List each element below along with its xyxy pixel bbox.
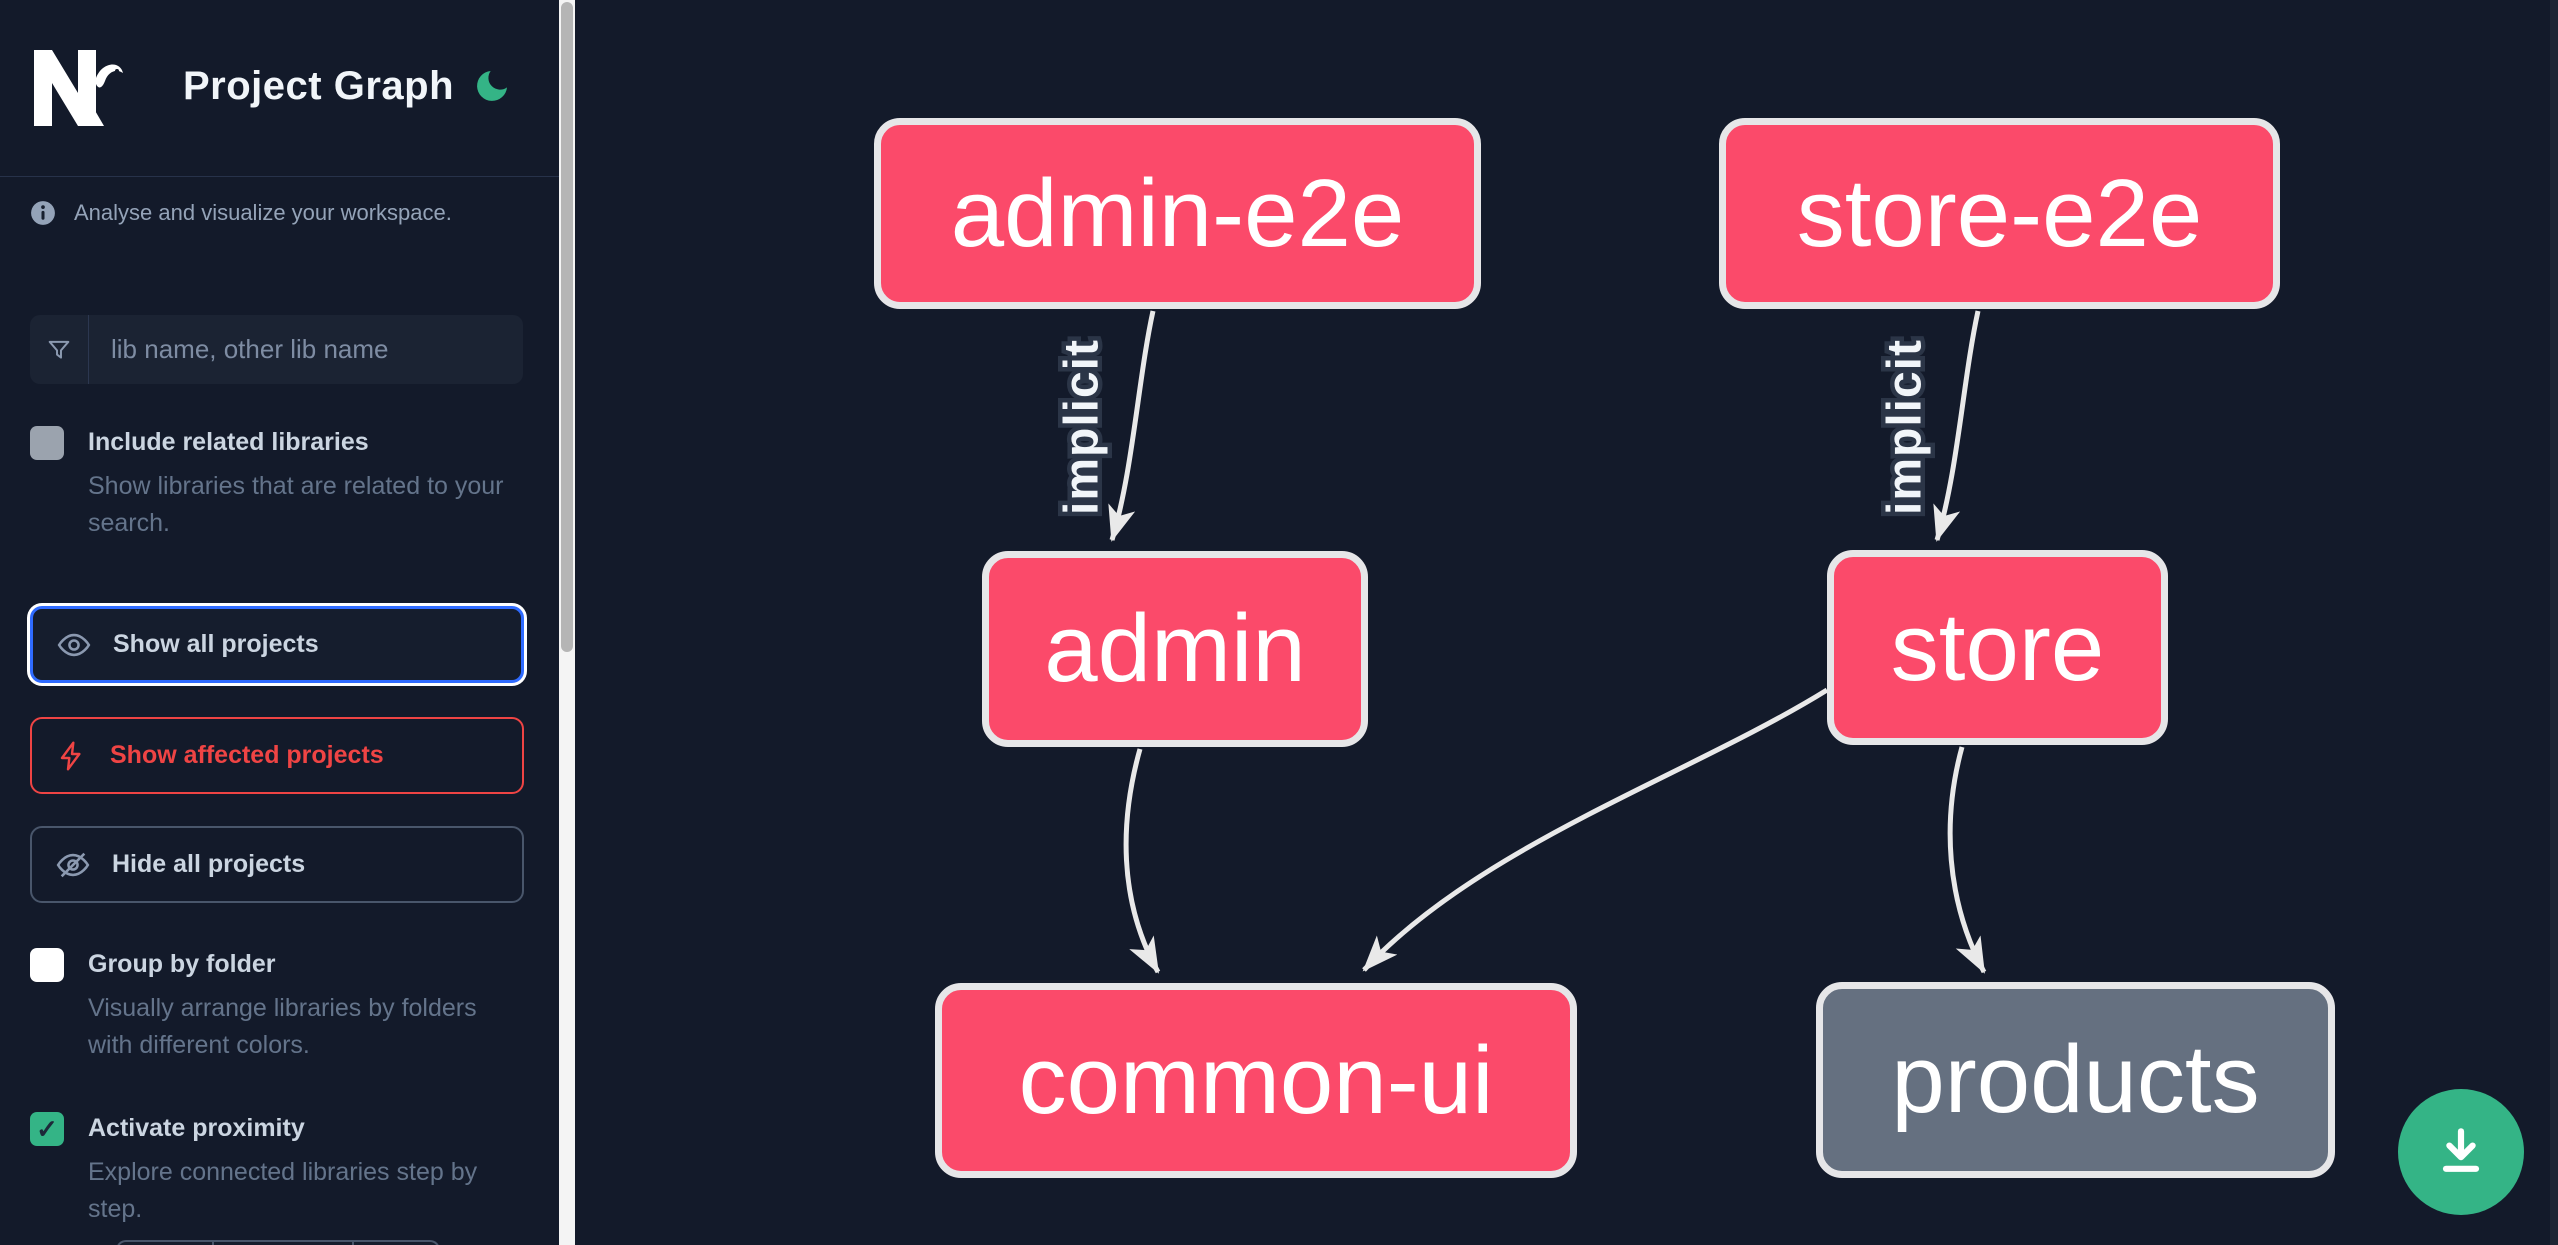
button-label: Hide all projects xyxy=(112,850,306,878)
stepper-increment-button[interactable] xyxy=(352,1242,438,1245)
canvas-scrollbar[interactable] xyxy=(2550,0,2558,1245)
include-related-libraries-option: Include related libraries Show libraries… xyxy=(30,426,524,556)
hide-all-projects-button[interactable]: Hide all projects xyxy=(30,826,524,903)
search-box xyxy=(30,315,523,384)
eye-icon xyxy=(57,633,91,656)
edge-label-implicit: implicit xyxy=(1879,339,1932,515)
search-input[interactable] xyxy=(89,315,523,384)
download-icon xyxy=(2442,1128,2480,1172)
download-image-button[interactable] xyxy=(2398,1089,2524,1215)
edge-label-implicit: implicit xyxy=(1056,339,1109,515)
checkbox-label: Activate proximity xyxy=(88,1114,305,1142)
graph-node-common-ui[interactable]: common-ui xyxy=(935,983,1577,1178)
edge-admin-to-common-ui xyxy=(1123,748,1161,974)
info-text: Analyse and visualize your workspace. xyxy=(74,200,452,225)
filter-icon xyxy=(30,315,89,384)
edge-store-to-products xyxy=(1947,746,1987,974)
edge-store-e2e-to-store xyxy=(1933,310,1981,542)
bolt-icon xyxy=(60,740,81,771)
node-label: store xyxy=(1890,593,2105,701)
activate-proximity-option: ✓ Activate proximity Explore connected l… xyxy=(30,1112,524,1245)
graph-node-admin[interactable]: admin xyxy=(982,551,1368,747)
graph-node-products[interactable]: products xyxy=(1816,982,2335,1178)
node-label: products xyxy=(1891,1026,2260,1133)
nx-logo-icon xyxy=(34,50,123,126)
checkbox-label: Group by folder xyxy=(88,950,276,978)
sidebar-scrollbar-thumb[interactable] xyxy=(561,2,573,652)
checkbox-label: Include related libraries xyxy=(88,428,369,456)
sidebar-scrollbar[interactable] xyxy=(559,0,575,1245)
checkbox-description: Visually arrange libraries by folders wi… xyxy=(88,994,477,1059)
page-title: Project Graph xyxy=(183,64,455,108)
activate-proximity-checkbox[interactable]: ✓ xyxy=(30,1112,64,1146)
button-label: Show all projects xyxy=(113,630,319,658)
checkbox-description: Explore connected libraries step by step… xyxy=(88,1158,478,1223)
edge-admin-e2e-to-admin xyxy=(1108,310,1156,542)
proximity-depth-stepper[interactable] xyxy=(116,1240,440,1245)
node-label: admin-e2e xyxy=(950,159,1405,267)
show-all-projects-button[interactable]: Show all projects xyxy=(30,606,524,683)
eye-off-icon xyxy=(56,852,90,877)
info-icon xyxy=(31,201,55,225)
check-icon: ✓ xyxy=(36,1113,58,1144)
group-by-folder-checkbox[interactable] xyxy=(30,948,64,982)
show-affected-projects-button[interactable]: Show affected projects xyxy=(30,717,524,794)
edge-store-to-common-ui xyxy=(1362,687,1829,972)
graph-node-admin-e2e[interactable]: admin-e2e xyxy=(874,118,1481,309)
include-related-libraries-checkbox[interactable] xyxy=(30,426,64,460)
checkbox-description: Show libraries that are related to your … xyxy=(88,472,504,537)
button-label: Show affected projects xyxy=(110,741,384,769)
dark-mode-moon-icon[interactable] xyxy=(472,66,512,106)
node-label: store-e2e xyxy=(1796,159,2203,267)
header-divider xyxy=(0,176,559,177)
node-label: admin xyxy=(1044,595,1306,702)
node-label: common-ui xyxy=(1018,1026,1494,1134)
graph-node-store-e2e[interactable]: store-e2e xyxy=(1719,118,2280,309)
group-by-folder-option: Group by folder Visually arrange librari… xyxy=(30,948,524,1088)
sidebar: Project Graph Analyse and visualize your… xyxy=(0,0,559,1245)
stepper-value xyxy=(212,1242,352,1245)
graph-node-store[interactable]: store xyxy=(1827,550,2168,745)
workspace-info: Analyse and visualize your workspace. xyxy=(30,200,452,226)
